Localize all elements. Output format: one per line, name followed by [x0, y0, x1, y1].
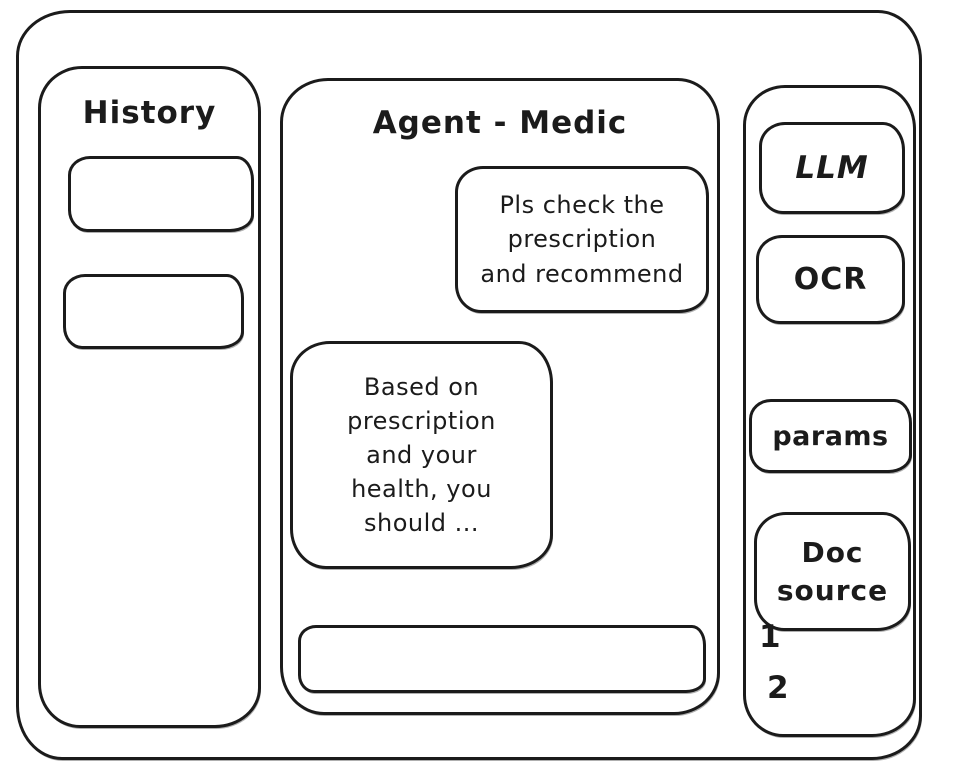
history-item-2[interactable] [63, 274, 244, 349]
doc-source-button[interactable]: Doc source [754, 512, 911, 631]
chat-panel: Agent - Medic Pls check the prescription… [280, 78, 720, 715]
chat-title: Agent - Medic [372, 105, 628, 141]
tools-panel: LLM OCR params Doc source 1 2 [743, 85, 916, 737]
llm-button[interactable]: LLM [759, 122, 905, 214]
user-message-bubble: Pls check the prescription and recommend [455, 166, 709, 313]
params-button[interactable]: params [749, 399, 912, 473]
doc-source-item-1[interactable]: 1 [759, 619, 781, 655]
assistant-message-bubble: Based on prescription and your health, y… [290, 341, 553, 569]
ocr-button[interactable]: OCR [756, 235, 905, 324]
history-panel: History [38, 66, 261, 728]
message-input[interactable] [298, 625, 706, 693]
doc-source-item-2[interactable]: 2 [767, 670, 789, 706]
history-title: History [82, 95, 217, 131]
history-item-1[interactable] [68, 156, 254, 232]
app-frame: History Agent - Medic Pls check the pres… [16, 10, 922, 760]
